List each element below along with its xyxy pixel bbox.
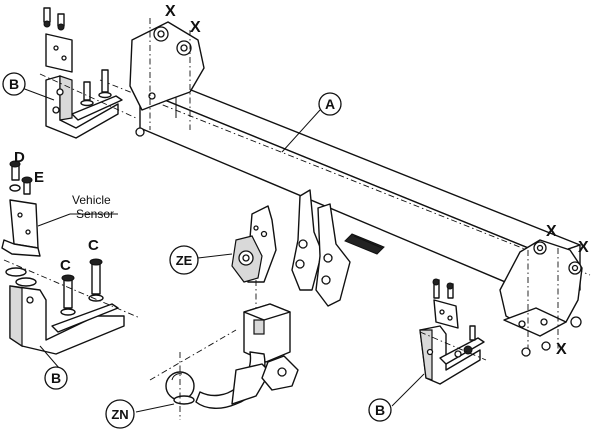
right-end-plate: [499, 239, 583, 357]
callout-b-top-left: B: [2, 72, 26, 96]
callout-a: A: [318, 92, 342, 116]
callout-b-bottom-right: B: [368, 398, 392, 422]
bracket-b-bottom-left: [1, 160, 141, 355]
label-x-2: X: [190, 19, 201, 36]
callout-zn: ZN: [105, 399, 135, 429]
label-x-3: X: [546, 223, 557, 240]
label-zn: ZN: [111, 407, 128, 422]
callout-b-bottom-left: B: [44, 366, 68, 390]
label-ze: ZE: [176, 253, 193, 268]
label-e: E: [34, 169, 44, 186]
label-b-bottom-right: B: [375, 402, 385, 418]
label-a: A: [325, 96, 335, 112]
bracket-b-bottom-right: [419, 278, 487, 385]
tow-ball-neck-zn: [149, 303, 299, 420]
label-c-right: C: [88, 237, 99, 254]
label-d: D: [14, 149, 25, 166]
bracket-b-top-left: [39, 7, 137, 139]
label-x-4: X: [578, 239, 589, 256]
label-b-bottom-left: B: [51, 370, 61, 386]
label-x-5: X: [556, 341, 567, 358]
sensor-note-line1: Vehicle: [72, 193, 111, 207]
socket-plate-ze: [231, 205, 277, 312]
sensor-note-line2: Sensor: [76, 207, 114, 221]
callout-ze: ZE: [169, 245, 199, 275]
label-b-top-left: B: [9, 76, 19, 92]
center-hanger-plates: [291, 189, 351, 307]
label-x-1: X: [165, 3, 176, 20]
label-c-left: C: [60, 257, 71, 274]
left-end-plate: [129, 18, 205, 137]
